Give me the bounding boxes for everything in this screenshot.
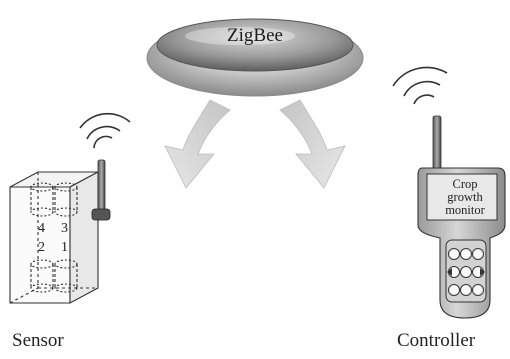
screen-line: Crop xyxy=(452,177,478,191)
container-number: 1 xyxy=(61,240,68,255)
keypad-button[interactable] xyxy=(460,248,472,260)
keypad-center-button[interactable] xyxy=(460,266,472,278)
controller-screen xyxy=(426,173,498,221)
keypad xyxy=(448,248,484,296)
keypad-button[interactable] xyxy=(472,284,484,296)
arrow-to-sensor xyxy=(164,99,231,189)
zigbee-cloud xyxy=(146,18,364,97)
controller-signal-icon xyxy=(392,66,448,105)
controller-label: Controller xyxy=(397,330,476,351)
screen-line: monitor xyxy=(445,203,485,217)
sensor-box xyxy=(9,171,99,304)
sensor-signal-icon xyxy=(79,112,131,149)
screen-line: growth xyxy=(447,190,483,204)
container-number: 3 xyxy=(61,221,68,236)
arrow-right-icon xyxy=(480,268,485,276)
keypad-button[interactable] xyxy=(460,284,472,296)
sensor-antenna-icon xyxy=(91,159,111,221)
arrow-to-controller xyxy=(279,99,346,189)
controller-antenna-icon xyxy=(432,115,442,171)
sensor-label: Sensor xyxy=(12,330,64,351)
container-number: 2 xyxy=(38,240,45,255)
arrow-left-icon xyxy=(447,268,452,276)
keypad-button[interactable] xyxy=(448,248,460,260)
keypad-button[interactable] xyxy=(472,248,484,260)
zigbee-label: ZigBee xyxy=(227,25,283,46)
container-number: 4 xyxy=(38,221,45,236)
keypad-button[interactable] xyxy=(448,284,460,296)
